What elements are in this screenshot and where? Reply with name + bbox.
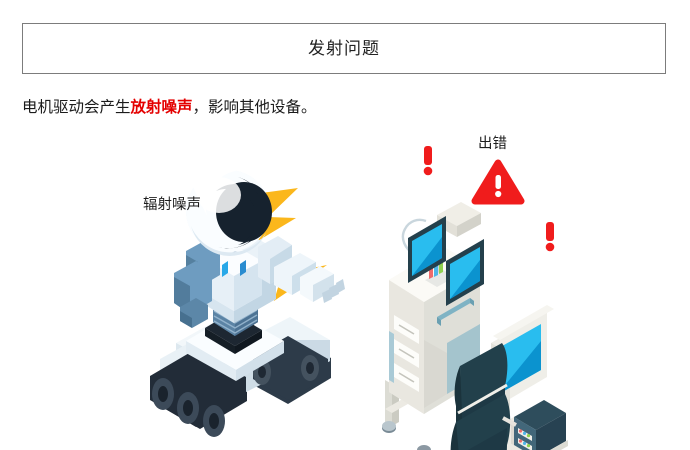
illustration-svg — [150, 146, 568, 450]
illustration-stage: 辐射噪声 出错 — [0, 125, 690, 450]
label-error: 出错 — [478, 136, 507, 152]
page-title: 发射问题 — [308, 39, 380, 58]
cart-drawer — [394, 315, 419, 344]
caption-highlight: 放射噪声 — [130, 99, 193, 116]
robot-indicator-light — [222, 261, 228, 277]
exclamation-mark-icon — [423, 146, 433, 176]
warning-triangle-icon — [471, 159, 525, 205]
caption-prefix: 电机驱动会产生 — [22, 99, 131, 116]
robot-wheel — [203, 405, 225, 437]
equipment-box — [510, 400, 568, 450]
caption-line: 电机驱动会产生放射噪声，影响其他设备。 — [22, 98, 317, 118]
cart-castor — [417, 445, 431, 450]
medical-equipment-graphic — [382, 146, 568, 450]
robot-wheel — [152, 378, 174, 410]
robot-wheel — [301, 355, 319, 381]
caption-suffix: ，影响其他设备。 — [192, 99, 317, 116]
monitor-screen — [408, 216, 446, 283]
monitor-screen — [446, 239, 484, 306]
title-box: 发射问题 — [22, 23, 666, 74]
cart-drawer — [394, 339, 419, 368]
cart-castor — [382, 421, 396, 433]
robot-wheel — [177, 392, 199, 424]
label-radiated-noise: 辐射噪声 — [143, 197, 201, 213]
cart-drawer — [394, 363, 419, 392]
robot-indicator-light — [240, 260, 246, 276]
exclamation-mark-icon — [545, 222, 555, 252]
tracked-robot-graphic — [150, 166, 345, 437]
